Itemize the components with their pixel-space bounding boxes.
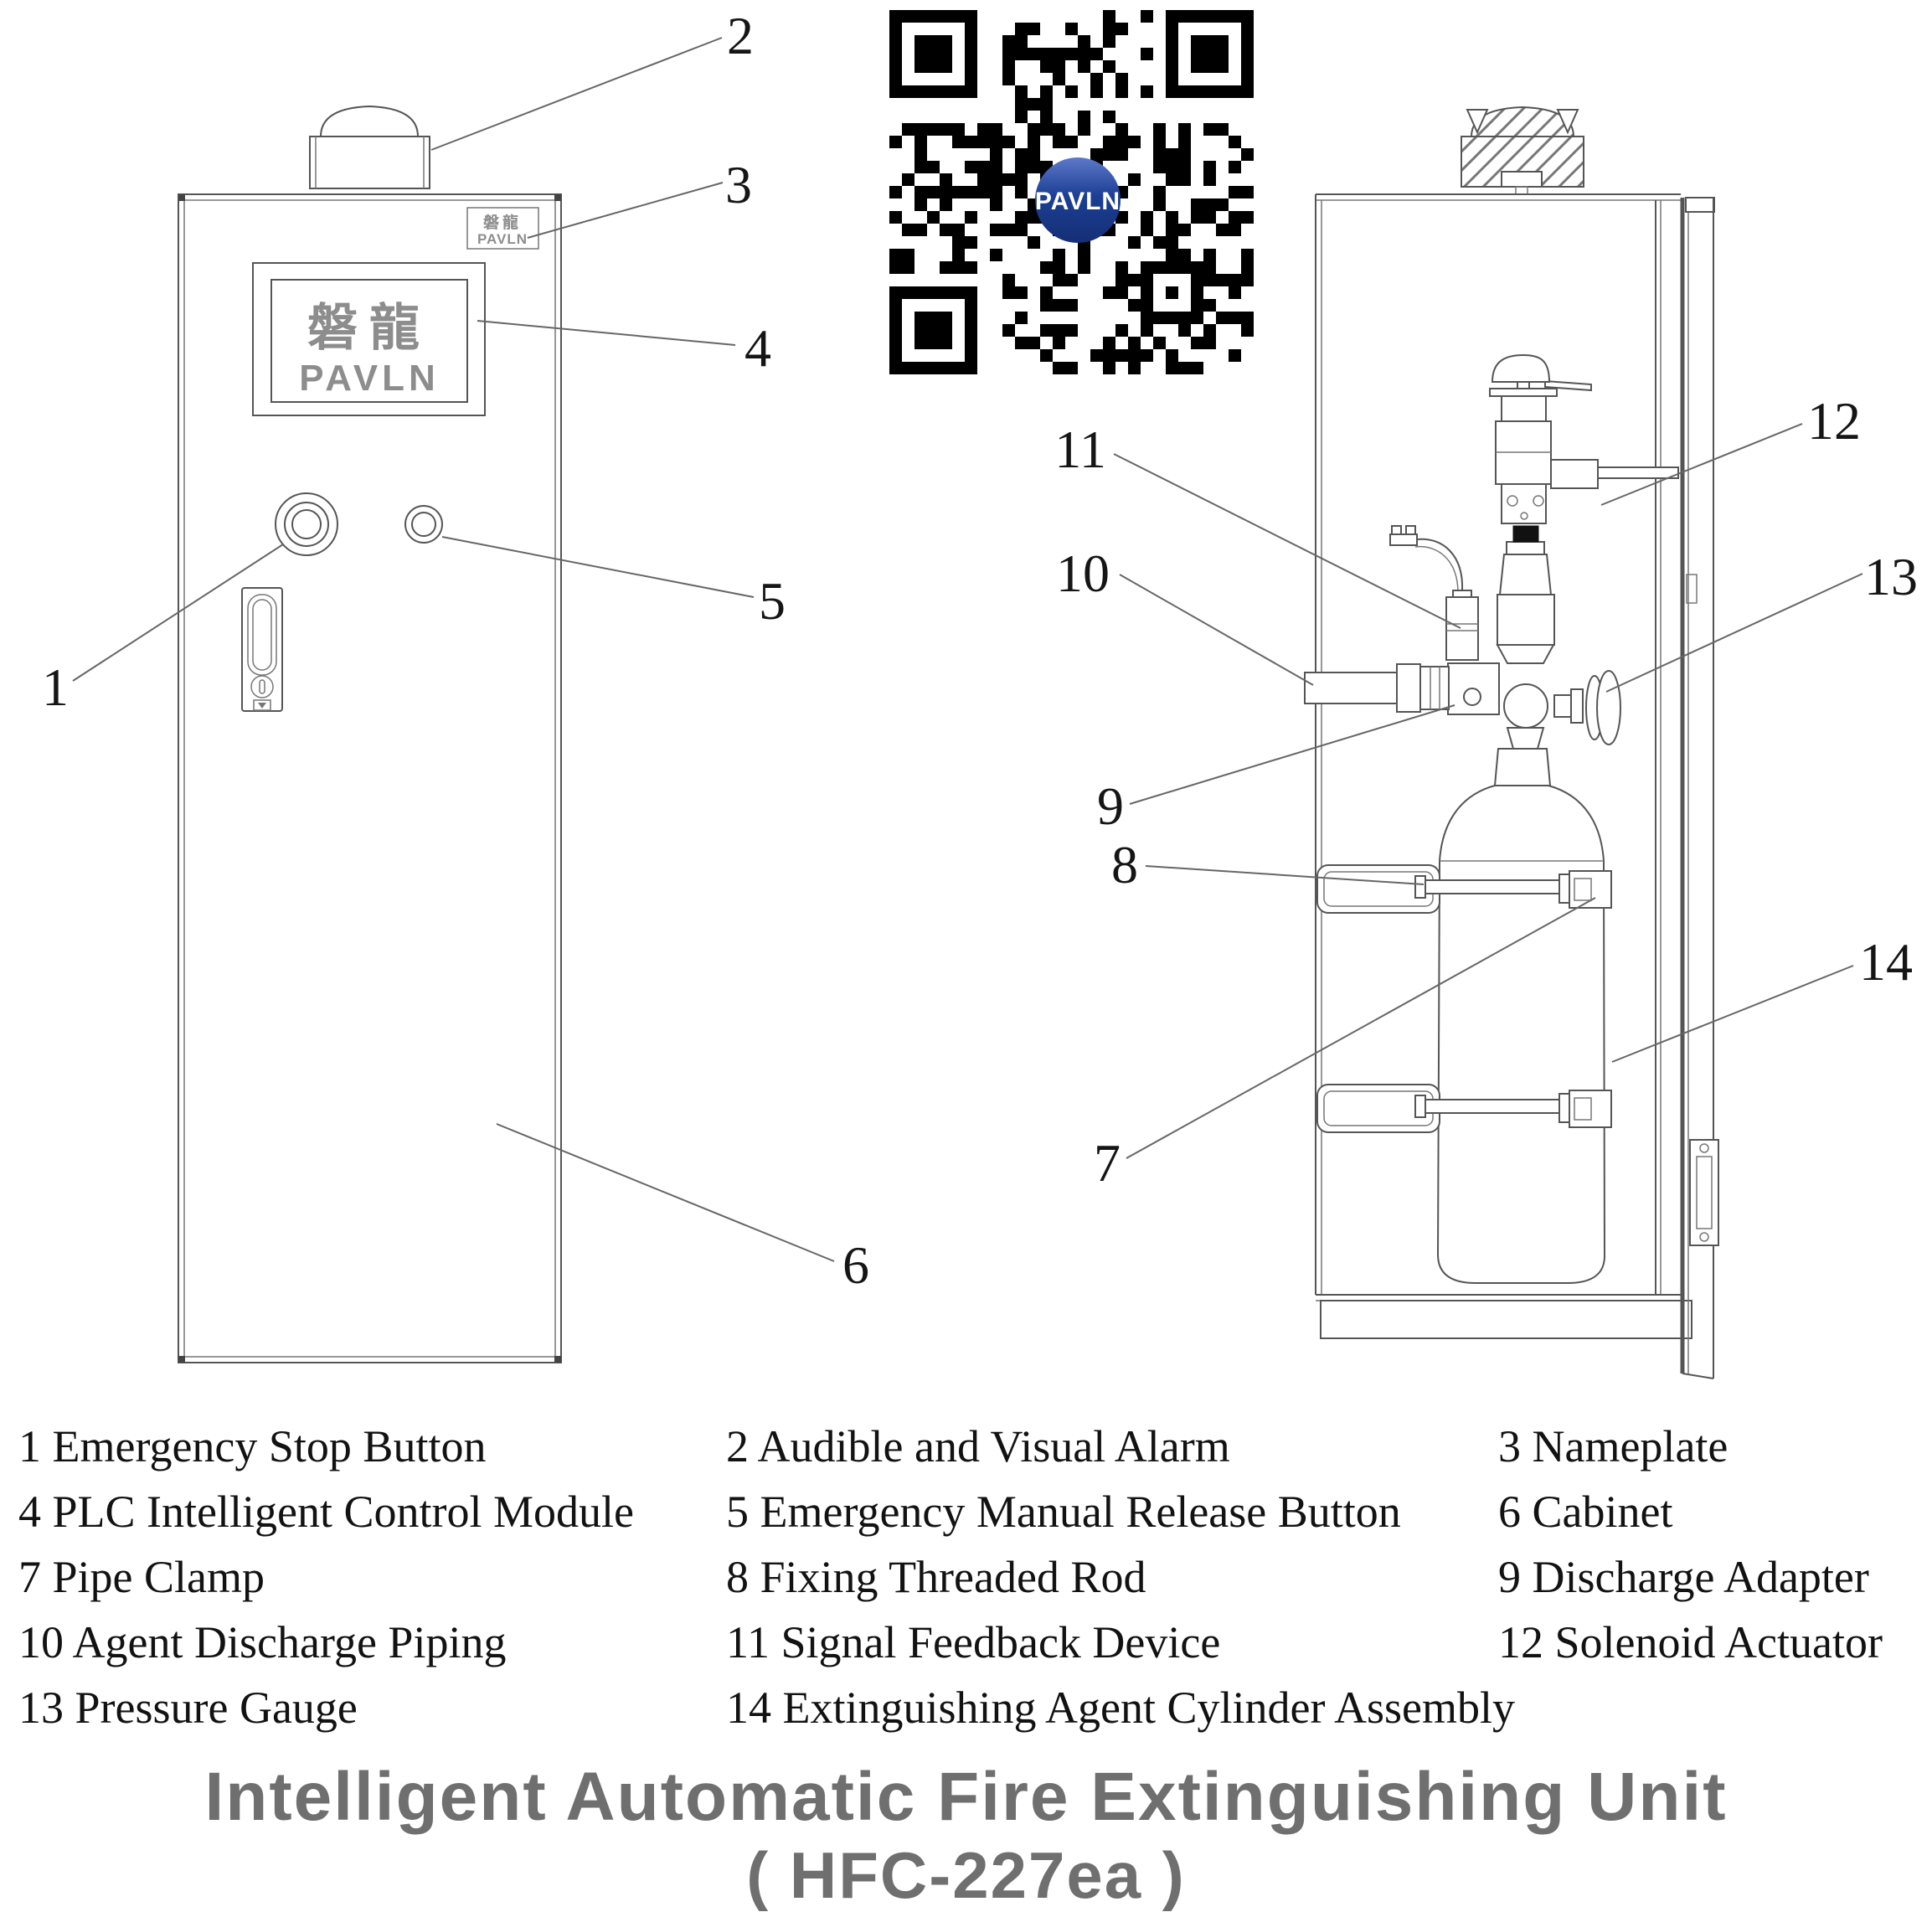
- callouts: 1 2 3 4 5 6 7 8 9 10 11 12 13 14: [42, 6, 1918, 1295]
- discharge-adapter-valve: [1447, 541, 1555, 750]
- solenoid-actuator: [1489, 353, 1679, 543]
- parts-legend: 1 Emergency Stop Button 2 Audible and Vi…: [18, 1414, 1919, 1740]
- title-line-1: Intelligent Automatic Fire Extinguishing…: [204, 1759, 1728, 1835]
- legend-item-5: 5 Emergency Manual Release Button: [726, 1487, 1401, 1537]
- callout-3: 3: [725, 155, 752, 214]
- legend-item-6: 6 Cabinet: [1498, 1487, 1673, 1537]
- page-title: Intelligent Automatic Fire Extinguishing…: [0, 1757, 1932, 1912]
- alarm-dome-section: [1461, 106, 1584, 195]
- callout-9: 9: [1097, 776, 1124, 836]
- front-view-cabinet: 磐龍 PAVLN 磐龍 PAVLN: [178, 105, 562, 1363]
- agent-cylinder: [1436, 748, 1606, 1284]
- legend-item-10: 10 Agent Discharge Piping: [18, 1617, 507, 1667]
- leader-lines: [72, 37, 1863, 1262]
- door-hinge: [1689, 1139, 1719, 1246]
- qr-code: PAVLN: [884, 5, 1259, 379]
- plc-control-module: 磐龍 PAVLN: [252, 262, 486, 416]
- legend-item-9: 9 Discharge Adapter: [1498, 1552, 1869, 1602]
- plc-cjk-text: 磐龍: [307, 301, 431, 356]
- callout-10: 10: [1056, 544, 1110, 603]
- pressure-gauge: [1553, 670, 1621, 745]
- signal-feedback-device: [1389, 525, 1479, 661]
- pipe-clamp-lower: [1316, 1084, 1612, 1133]
- qr-center-logo: [1035, 157, 1121, 243]
- qr-logo-text: PAVLN: [1035, 188, 1121, 215]
- legend-item-3: 3 Nameplate: [1498, 1421, 1728, 1471]
- callout-8: 8: [1111, 835, 1138, 894]
- callout-12: 12: [1807, 391, 1861, 451]
- callout-6: 6: [842, 1235, 869, 1295]
- legend-item-14: 14 Extinguishing Agent Cylinder Assembly: [726, 1683, 1515, 1733]
- callout-13: 13: [1864, 547, 1918, 606]
- internal-view-cabinet: [1304, 106, 1719, 1379]
- callout-2: 2: [727, 6, 754, 65]
- qr-module-grid: [889, 10, 1254, 374]
- plc-latin-text: PAVLN: [299, 358, 440, 399]
- legend-item-13: 13 Pressure Gauge: [18, 1683, 358, 1733]
- legend-item-2: 2 Audible and Visual Alarm: [726, 1421, 1230, 1471]
- callout-11: 11: [1054, 420, 1106, 479]
- callout-1: 1: [42, 657, 69, 717]
- door-handle[interactable]: [241, 587, 283, 712]
- title-line-2: ( HFC-227ea ): [746, 1838, 1186, 1912]
- emergency-stop-button[interactable]: [275, 492, 338, 556]
- legend-item-7: 7 Pipe Clamp: [18, 1552, 265, 1602]
- callout-14: 14: [1859, 932, 1913, 992]
- pipe-clamp-upper: [1316, 864, 1612, 914]
- nameplate-cjk-text: 磐龍: [483, 213, 522, 232]
- legend-item-11: 11 Signal Feedback Device: [726, 1617, 1221, 1667]
- cabinet-door: [1680, 197, 1719, 1379]
- legend-item-12: 12 Solenoid Actuator: [1498, 1617, 1883, 1667]
- callout-5: 5: [759, 571, 786, 631]
- legend-item-1: 1 Emergency Stop Button: [18, 1421, 487, 1471]
- nameplate-latin-text: PAVLN: [477, 231, 528, 247]
- legend-item-8: 8 Fixing Threaded Rod: [726, 1552, 1146, 1602]
- manual-release-button[interactable]: [404, 505, 443, 544]
- callout-7: 7: [1094, 1133, 1121, 1193]
- discharge-piping: [1304, 663, 1450, 713]
- diagram-canvas: 磐龍 PAVLN 磐龍 PAVLN: [42, 5, 1918, 1379]
- callout-4: 4: [744, 318, 771, 378]
- alarm-dome-front: [309, 105, 430, 189]
- legend-item-4: 4 PLC Intelligent Control Module: [18, 1487, 634, 1537]
- nameplate: 磐龍 PAVLN: [466, 207, 539, 250]
